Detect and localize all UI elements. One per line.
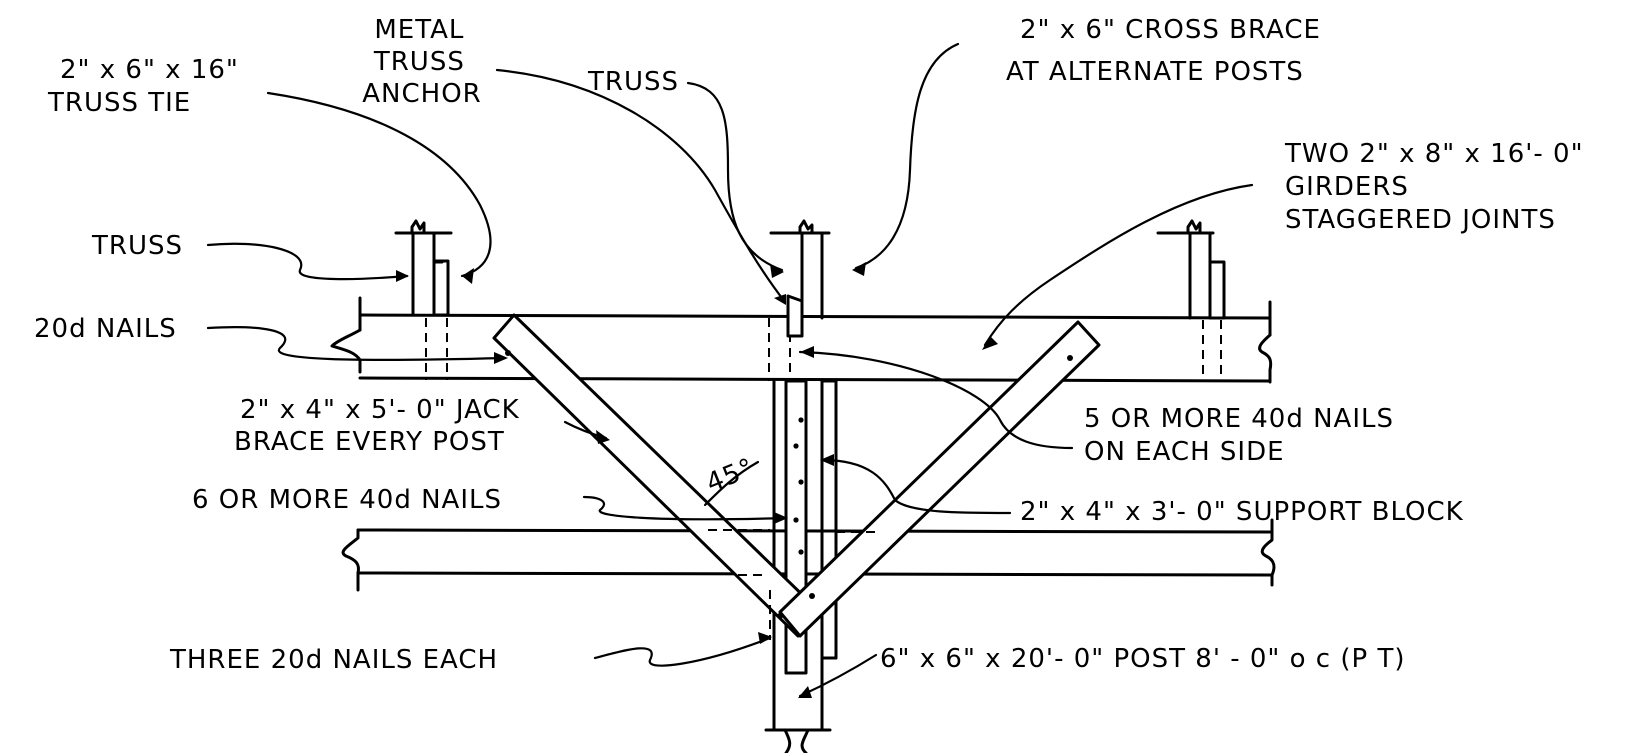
lower-girder bbox=[341, 518, 1276, 592]
label-truss-center: TRUSS bbox=[587, 67, 679, 97]
label-jack-brace: 2" x 4" x 5'- 0" JACK BRACE EVERY POST bbox=[234, 395, 529, 457]
label-girders: TWO 2" x 8" x 16'- 0" GIRDERS STAGGERED … bbox=[1284, 139, 1593, 235]
right-truss-post bbox=[1156, 219, 1226, 382]
label-6-or-more-nails: 6 OR MORE 40d NAILS bbox=[192, 485, 502, 515]
right-jack-brace bbox=[778, 320, 1101, 638]
label-truss-left: TRUSS bbox=[91, 231, 183, 261]
label-5-or-more-nails: 5 OR MORE 40d NAILS ON EACH SIDE bbox=[1084, 404, 1403, 467]
label-post: 6" x 6" x 20'- 0" POST 8' - 0" o c (P T) bbox=[880, 644, 1405, 674]
label-support-block: 2" x 4" x 3'- 0" SUPPORT BLOCK bbox=[1020, 497, 1464, 527]
left-truss-post bbox=[394, 219, 453, 380]
label-metal-truss-anchor: METAL TRUSS ANCHOR bbox=[362, 15, 481, 109]
metal-truss-anchor bbox=[786, 294, 804, 338]
label-cross-brace: 2" x 6" CROSS BRACE AT ALTERNATE POSTS bbox=[1006, 15, 1330, 87]
label-truss-tie: 2" x 6" x 16" TRUSS TIE bbox=[47, 55, 248, 118]
label-45-degree: 45° bbox=[702, 453, 759, 499]
label-20d-nails: 20d NAILS bbox=[34, 314, 177, 344]
leader-lines bbox=[206, 42, 1254, 698]
arrowheads bbox=[396, 262, 998, 698]
label-three-20d-nails: THREE 20d NAILS EACH bbox=[169, 645, 498, 675]
